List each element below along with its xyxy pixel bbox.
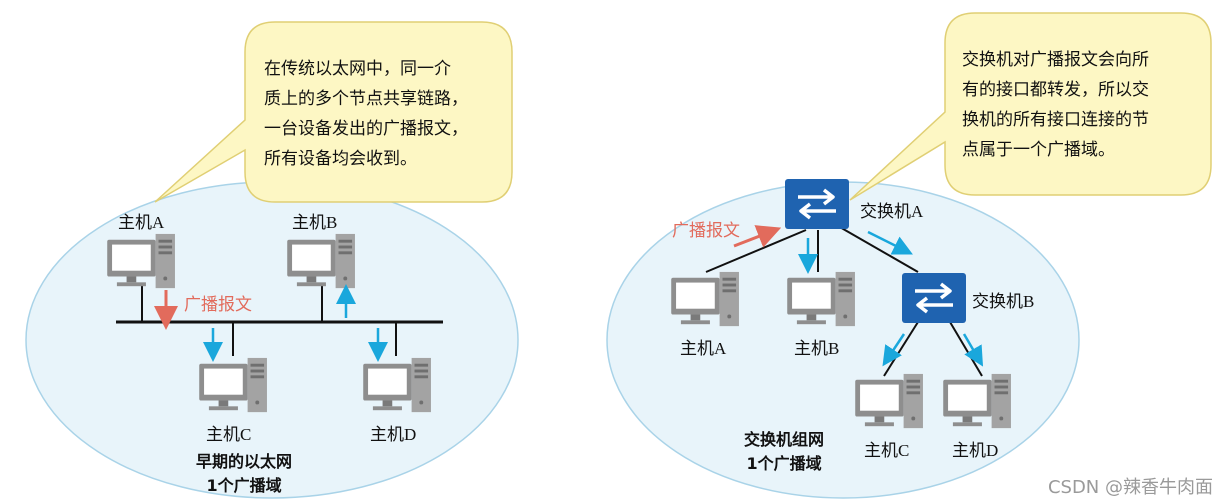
host-label-c: 主机C (206, 425, 252, 445)
bubble-text-left: 在传统以太网中，同一介 质上的多个节点共享链路， 一台设备发出的广播报文， 所有… (264, 54, 468, 174)
caption-line: 1个广播域 (206, 476, 282, 495)
bubble-line: 一台设备发出的广播报文， (264, 119, 468, 139)
switch-label-b: 交换机B (972, 292, 1035, 312)
switch-icon (784, 178, 850, 230)
forward-arrow-switch-b (867, 230, 913, 255)
broadcast-label-right: 广播报文 (672, 221, 740, 241)
host-label-d: 主机D (952, 441, 999, 461)
broadcast-arrow-right (733, 225, 782, 248)
bubble-text-right: 交换机对广播报文会向所 有的接口都转发，所以交 换机的所有接口连接的节 点属于一… (962, 45, 1149, 165)
caption-line: 早期的以太网 (196, 452, 293, 471)
watermark: CSDN @辣香牛肉面 (1047, 477, 1213, 498)
bubble-line: 交换机对广播报文会向所 (962, 50, 1149, 70)
forward-arrow-host-d-right (962, 333, 984, 367)
link-switch-a-switch-b (837, 225, 919, 273)
bubble-line: 所有设备均会收到。 (264, 149, 417, 169)
speech-bubble-left (154, 21, 513, 203)
switch-label-a: 交换机A (860, 202, 924, 222)
host-label-a: 主机A (118, 213, 165, 233)
link-switch-a-host-a (705, 229, 807, 273)
caption-line: 1个广播域 (746, 454, 822, 473)
bubble-line: 在传统以太网中，同一介 (264, 59, 451, 79)
broadcast-label-left: 广播报文 (184, 295, 252, 315)
bubble-line: 质上的多个节点共享链路， (264, 89, 468, 109)
host-label-c: 主机C (864, 441, 910, 461)
bubble-line: 点属于一个广播域。 (962, 140, 1115, 160)
speech-bubble-right (849, 12, 1212, 201)
bubble-line: 有的接口都转发，所以交 (962, 80, 1149, 100)
bubble-line: 换机的所有接口连接的节 (962, 110, 1149, 130)
host-label-b: 主机B (794, 339, 840, 359)
forward-arrow-host-c-right (882, 333, 906, 367)
caption-left: 早期的以太网 1个广播域 (196, 450, 292, 498)
host-label-b: 主机B (292, 213, 338, 233)
host-label-d: 主机D (370, 425, 417, 445)
switch-icon (901, 272, 967, 324)
caption-right: 交换机组网 1个广播域 (744, 428, 824, 476)
host-label-a: 主机A (680, 339, 727, 359)
caption-line: 交换机组网 (744, 430, 825, 449)
